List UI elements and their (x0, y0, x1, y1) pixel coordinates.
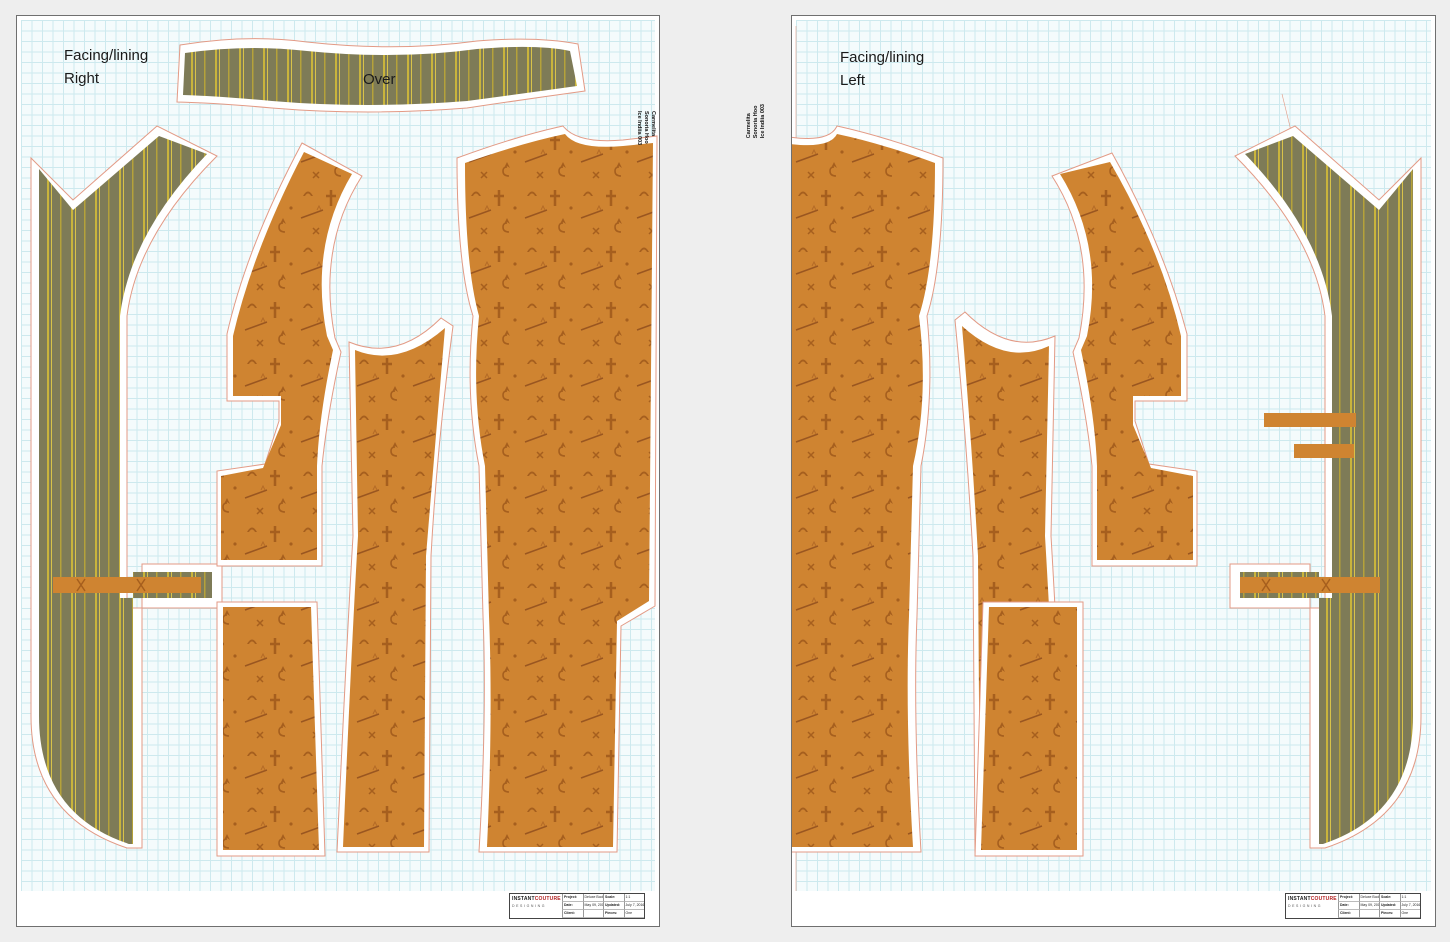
tb-project-key: Project: (1338, 894, 1359, 902)
pattern-sheet-left: Facing/lining Left Carmelita Sonoria Hoo… (746, 15, 1436, 927)
tb-updated-value: July 7, 2016 (1399, 902, 1420, 910)
tb-client-value (1358, 910, 1379, 918)
titleblock: INSTANTCOUTURE DESIGNING Project: Deluxe… (1285, 893, 1421, 919)
pattern-sheet-right: Facing/lining Right Over Carmelita Sonor… (16, 15, 660, 927)
brand-sub: DESIGNING (512, 904, 547, 908)
tb-pieces-value: One (1399, 910, 1420, 918)
tb-pieces-key: Pieces: (603, 910, 624, 918)
tb-updated-key: Updated: (603, 902, 624, 910)
tb-project-key: Project: (562, 894, 583, 902)
side-note-line2: Sonoria Hoo (753, 105, 759, 139)
side-note: Carmelita Sonoria Hoo Ice Indiia 003 (635, 111, 656, 145)
over-label: Over (363, 71, 396, 88)
brand-main: INSTANT (512, 896, 535, 902)
tb-date-key: Date: (1338, 902, 1359, 910)
tb-client-value (582, 910, 603, 918)
tb-project-value: Deluxe Bodé (Cult) (1358, 894, 1379, 902)
side-note-line3: Ice Indiia 003 (760, 104, 766, 139)
brand-accent: COUTURE (1310, 896, 1337, 902)
titleblock: INSTANTCOUTURE DESIGNING Project: Deluxe… (509, 893, 645, 919)
side-note: Carmelita Sonoria Hoo Ice Indiia 003 (746, 104, 767, 138)
brand-logo: INSTANTCOUTURE DESIGNING (512, 896, 561, 914)
brand-accent: COUTURE (534, 896, 561, 902)
tb-updated-value: July 7, 2016 (623, 902, 644, 910)
tb-project-value: Deluxe Bodé (Cult) (582, 894, 603, 902)
brand-logo: INSTANTCOUTURE DESIGNING (1288, 896, 1337, 914)
tb-date-key: Date: (562, 902, 583, 910)
tb-scale-value: 1:1 (623, 894, 644, 902)
sheet-title-line2: Right (64, 70, 100, 87)
tb-date-value: May 09, 2016 (1358, 902, 1379, 910)
side-note-line2: Sonoria Hoo (643, 111, 649, 144)
side-note-line3: Ice Indiia 003 (636, 111, 642, 146)
tb-scale-key: Scale: (1379, 894, 1400, 902)
tb-client-key: Client: (562, 910, 583, 918)
sheet-title-line2: Left (840, 72, 866, 89)
sheet-title-line1: Facing/lining (64, 47, 149, 64)
tb-scale-value: 1:1 (1399, 894, 1420, 902)
tb-pieces-key: Pieces: (1379, 910, 1400, 918)
pattern-pieces-right (30, 38, 658, 857)
tb-scale-key: Scale: (603, 894, 624, 902)
tb-pieces-value: One (623, 910, 644, 918)
tb-client-key: Client: (1338, 910, 1359, 918)
pattern-pieces-left (792, 26, 1422, 891)
side-note-line1: Carmelita (650, 111, 656, 137)
tb-updated-key: Updated: (1379, 902, 1400, 910)
brand-main: INSTANT (1288, 896, 1311, 902)
sheet-title-line1: Facing/lining (840, 49, 925, 66)
tb-date-value: May 09, 2016 (582, 902, 603, 910)
side-note-line1: Carmelita (746, 113, 752, 139)
brand-sub: DESIGNING (1288, 904, 1323, 908)
